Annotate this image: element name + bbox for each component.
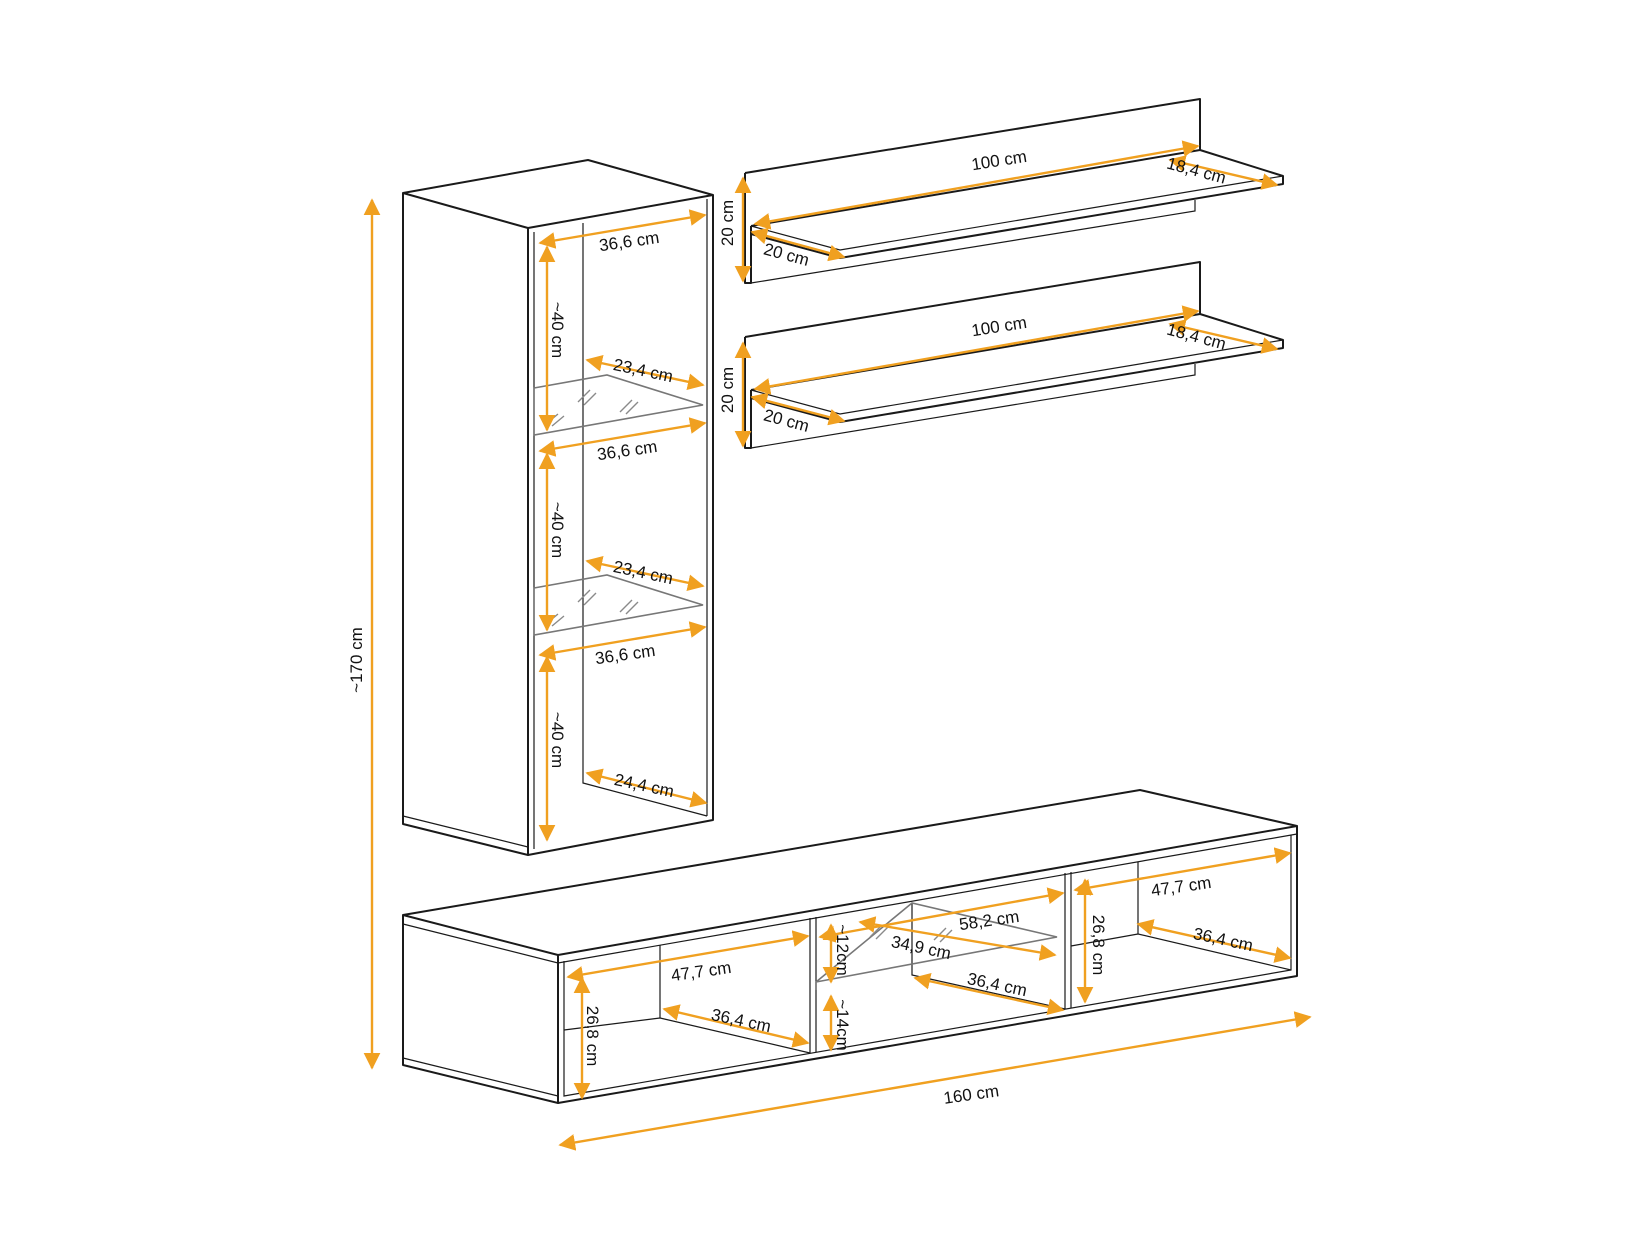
glass-shelf-2 [533,574,704,636]
glass-shelf-2-hatch [545,589,639,627]
tall-cabinet-top [402,159,714,229]
dimension-labels: ~170 cm 160 cm 36,6 cm ~40 cm 23,4 cm 36… [347,147,1255,1108]
dim-shelf2-depth [1168,319,1279,354]
dim-cab-width-top [538,209,707,249]
tall-cabinet-inner-frame [533,199,708,849]
label-cab-depth-1: 23,4 cm [612,355,675,386]
tall-cabinet-left-side [402,193,529,856]
label-shelf2-height: 20 cm [718,367,737,413]
label-cab-height-2: ~40 cm [548,502,567,558]
dim-shelf2-width [753,305,1200,395]
label-shelf1-height: 20 cm [718,200,737,246]
dim-tv-left-width [566,930,810,983]
dim-cab-width-low [538,621,707,661]
label-shelf2-width: 100 cm [970,313,1028,340]
label-shelf1-depth: 18,4 cm [1165,154,1228,188]
label-cab-depth-3: 24,4 cm [613,770,676,801]
wall-shelf-1-end-panel [744,173,752,284]
tall-cabinet-base-line [402,815,529,848]
dim-shelf1-return [750,227,846,262]
dim-cab-depth-2 [585,555,705,592]
tv-left-back [659,945,811,1054]
label-shelf1-width: 100 cm [970,147,1028,174]
label-tv-right-depth: 36,4 cm [1192,924,1255,955]
label-tv-right-height: 26,8 cm [1089,915,1108,975]
tall-cabinet-right-edge [527,195,714,856]
dim-tv-mid-glass [858,916,1057,961]
tall-cabinet [402,159,714,856]
label-tv-left-height: 26,8 cm [583,1006,602,1066]
glass-shelf-1 [533,374,704,436]
wall-shelf-1 [744,98,1284,284]
label-tv-left-width: 47,7 cm [670,958,733,985]
tv-stand-left-side [402,915,559,1104]
wall-shelf-2-under [750,364,1196,449]
dim-cab-width-mid [538,417,707,457]
label-tv-mid-upper: ~12cm [833,924,852,976]
dimension-lines [363,140,1312,1151]
label-cab-height-3: ~40 cm [548,712,567,768]
label-tv-mid-lower: ~14cm [833,999,852,1051]
wall-shelf-2 [744,261,1284,449]
label-shelf1-return: 20 cm [762,240,812,270]
dim-tv-right-depth [1136,919,1292,963]
tall-cabinet-back [582,223,708,817]
tv-stand-front-bottom [557,826,1298,1104]
label-tv-right-width: 47,7 cm [1150,873,1213,900]
dim-tv-right-width [1073,847,1292,896]
dim-shelf2-return [750,392,846,426]
dim-tv-mid-depth [913,972,1065,1016]
label-shelf2-depth: 18,4 cm [1165,320,1228,354]
tv-stand-divider-right [1064,872,1072,1009]
dim-cab-depth-1 [585,354,705,391]
dim-tv-left-depth [662,1004,810,1048]
tv-stand-base-line [402,1057,559,1097]
label-total-height: ~170 cm [347,627,366,693]
dim-shelf1-depth [1168,155,1279,190]
label-cab-depth-2: 23,4 cm [612,557,675,588]
wall-shelf-2-end-panel [744,337,752,449]
dim-cab-depth-3 [585,768,708,808]
glass-shelf-1-hatch [545,389,639,427]
label-total-width: 160 cm [942,1081,1000,1108]
dim-shelf1-width [753,140,1200,230]
label-cab-height-1: ~40 cm [548,302,567,358]
tv-stand-divider-left [809,917,817,1053]
dim-total-width [558,1011,1312,1151]
tv-stand-top-thickness [402,833,1298,964]
